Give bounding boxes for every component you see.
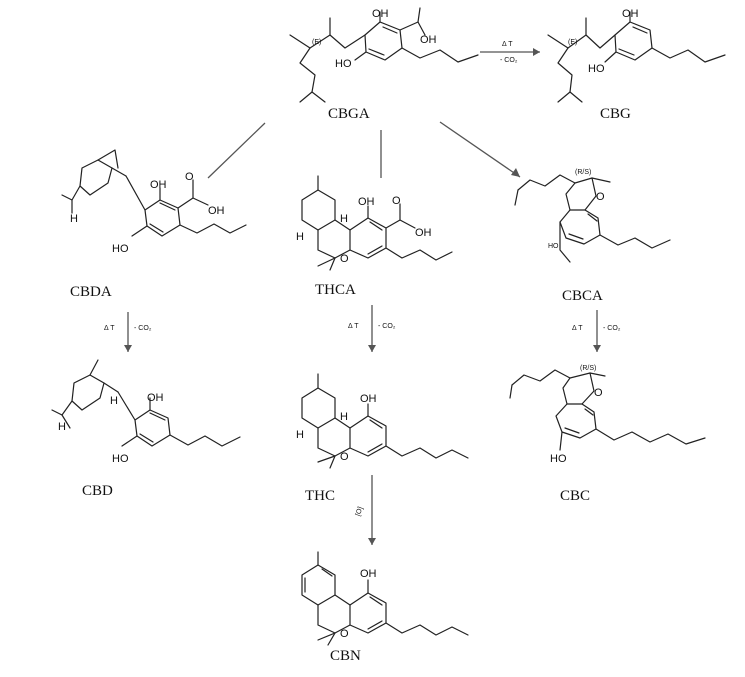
- thc-h2-label: H: [296, 429, 304, 441]
- cbga-e-label: (E): [312, 39, 321, 46]
- thca-ring-o-label: O: [340, 253, 349, 265]
- thca-acid-oh-label: OH: [415, 227, 432, 239]
- structure-cbg: [547, 11, 726, 103]
- structure-cbca: [514, 174, 671, 263]
- cbc-rs-label: (R/S): [580, 365, 596, 372]
- cbg-e-label: (E): [568, 39, 577, 46]
- cbd-co2-label: - CO₂: [134, 325, 152, 332]
- cbn-oxidation-label: [O]: [355, 506, 365, 517]
- cbca-ho-label: HO: [548, 243, 559, 250]
- cbc-heat-label: Δ T: [572, 325, 583, 332]
- cbd-oh-label: OH: [147, 392, 164, 404]
- cbd-heat-label: Δ T: [104, 325, 115, 332]
- structure-thc: [301, 373, 469, 469]
- cbga-acid-oh-label: OH: [420, 34, 437, 46]
- arrow-cbca-to-cbc: [593, 310, 601, 352]
- label-cbc: CBC: [560, 488, 590, 504]
- structure-cbga: [289, 7, 479, 103]
- cbg-ho-label: HO: [588, 63, 605, 75]
- label-cbca: CBCA: [562, 288, 603, 304]
- cbg-co2-label: - CO₂: [500, 57, 518, 64]
- structure-cbd: [51, 359, 241, 447]
- label-cbn: CBN: [330, 648, 361, 664]
- cbg-heat-label: Δ T: [502, 41, 513, 48]
- cbc-ho-label: HO: [550, 453, 567, 465]
- cbca-rs-label: (R/S): [575, 169, 591, 176]
- label-thc: THC: [305, 488, 335, 504]
- cbn-ring-o-label: O: [340, 628, 349, 640]
- thc-heat-label: Δ T: [348, 323, 359, 330]
- thca-oh-label: OH: [358, 196, 375, 208]
- cbga-ho-label: HO: [335, 58, 352, 70]
- structure-cbda: [61, 149, 247, 237]
- arrow-cbga-to-cbca: [439, 121, 521, 178]
- thca-h2-label: H: [296, 231, 304, 243]
- thc-h-label: H: [340, 411, 348, 423]
- thca-o-label: O: [392, 195, 401, 207]
- structure-cbc: [509, 369, 706, 451]
- arrow-cbga-to-cbg: [480, 48, 540, 56]
- label-thca: THCA: [315, 282, 356, 298]
- label-cbga: CBGA: [328, 106, 370, 122]
- cbda-o-label: O: [185, 171, 194, 183]
- cbda-ho-label: HO: [112, 243, 129, 255]
- cbg-oh-label: OH: [622, 8, 639, 20]
- arrow-thc-to-cbn: [368, 475, 376, 545]
- cbc-o-label: O: [594, 387, 603, 399]
- thc-ring-o-label: O: [340, 451, 349, 463]
- structure-cbn: [301, 551, 469, 646]
- cbga-oh-label: OH: [372, 8, 389, 20]
- arrow-thca-to-thc: [368, 305, 376, 352]
- cbda-h-label: H: [70, 213, 78, 225]
- cbn-oh-label: OH: [360, 568, 377, 580]
- cbda-oh-label: OH: [150, 179, 167, 191]
- cbd-ho-label: HO: [112, 453, 129, 465]
- label-cbda: CBDA: [70, 284, 112, 300]
- label-cbd: CBD: [82, 483, 113, 499]
- structure-thca: [301, 175, 453, 271]
- arrow-cbga-to-cbda: [207, 122, 266, 179]
- cbca-o-label: O: [596, 191, 605, 203]
- cbc-co2-label: - CO₂: [603, 325, 621, 332]
- label-cbg: CBG: [600, 106, 631, 122]
- arrow-cbda-to-cbd: [124, 312, 132, 352]
- cbd-h-label: H: [110, 395, 118, 407]
- thca-h-label: H: [340, 213, 348, 225]
- cbd-h2-label: H: [58, 421, 66, 433]
- thc-co2-label: - CO₂: [378, 323, 396, 330]
- cbda-acid-oh-label: OH: [208, 205, 225, 217]
- thc-oh-label: OH: [360, 393, 377, 405]
